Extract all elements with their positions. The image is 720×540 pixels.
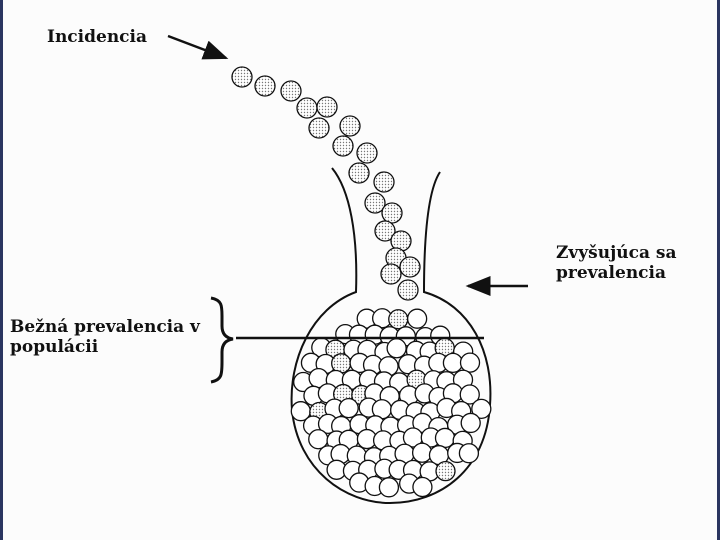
common-prevalence-line-2: populácii xyxy=(10,337,99,357)
incidence-ball xyxy=(399,256,421,278)
incidence-ball xyxy=(296,97,318,119)
flask-ball xyxy=(406,308,428,329)
flask-ball xyxy=(412,476,433,498)
incidence-ball xyxy=(316,96,338,118)
prevalence-balls xyxy=(231,66,492,498)
common-prevalence-label: Bežná prevalencia v populácii xyxy=(10,317,200,357)
incidence-ball xyxy=(280,80,302,102)
arrow-right-down-icon xyxy=(167,34,229,60)
incidence-ball xyxy=(254,75,276,97)
rising-prevalence-line-1: Zvyšujúca sa xyxy=(556,243,677,263)
incidence-ball xyxy=(381,202,403,224)
flask-ball xyxy=(442,352,464,373)
rising-prevalence-line-2: prevalencia xyxy=(556,263,667,283)
right-brace-icon xyxy=(210,296,234,384)
incidence-ball xyxy=(374,220,396,242)
incidence-ball xyxy=(339,115,361,137)
flask-ball xyxy=(460,412,481,434)
flask-ball xyxy=(386,338,407,359)
incidence-ball xyxy=(332,135,354,157)
incidence-ball xyxy=(373,171,395,193)
incidence-ball xyxy=(231,66,253,88)
flask-ball xyxy=(338,397,359,419)
flask-ball xyxy=(388,309,409,330)
incidence-label: Incidencia xyxy=(47,27,148,47)
incidence-ball xyxy=(348,162,370,184)
flask-ball xyxy=(471,398,492,420)
flask-ball xyxy=(435,460,456,482)
rising-prevalence-label: Zvyšujúca sa prevalencia xyxy=(556,243,676,283)
incidence-ball xyxy=(356,142,378,164)
flask-ball xyxy=(411,442,433,463)
incidence-ball xyxy=(380,263,402,285)
flask-outline xyxy=(290,167,492,505)
flask-ball xyxy=(378,477,400,498)
flask-ball xyxy=(458,443,480,464)
incidence-ball xyxy=(308,117,330,139)
flask-ball xyxy=(459,352,481,373)
flask-ball xyxy=(459,384,480,405)
common-prevalence-line-1: Bežná prevalencia v xyxy=(10,317,200,337)
incidence-ball xyxy=(397,279,419,301)
incidence-ball xyxy=(364,192,386,214)
